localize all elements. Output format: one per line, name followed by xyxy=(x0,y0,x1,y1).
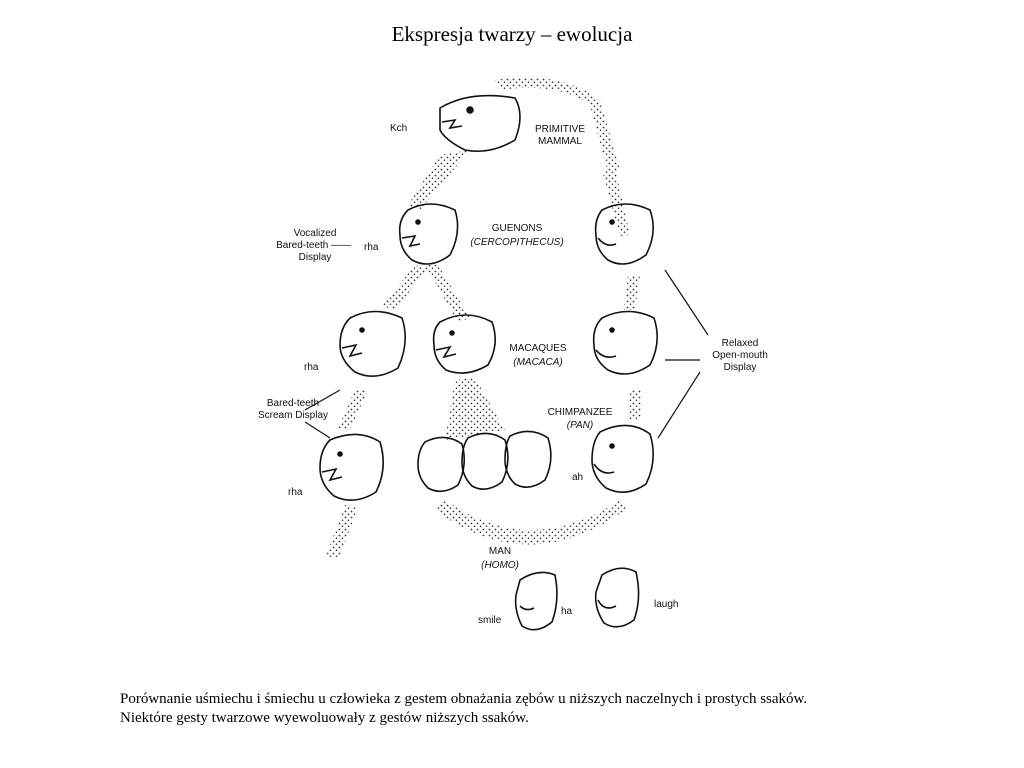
vocal-rha-chimp: rha xyxy=(288,487,303,498)
branch-to-chimp-group xyxy=(445,378,505,440)
vocal-ha: ha xyxy=(561,606,573,617)
taxon-guenons: GUENONS xyxy=(491,223,543,234)
branch-to-man xyxy=(435,500,628,545)
macaque-head-right xyxy=(592,310,658,375)
vocal-smile: smile xyxy=(478,615,502,626)
branch-primitive-top xyxy=(495,77,620,172)
chimp-head-right xyxy=(591,424,654,493)
primitive-mammal-head xyxy=(439,94,521,153)
vocal-kch: Kch xyxy=(390,123,408,134)
branch-to-chimp-right xyxy=(628,390,642,420)
chimp-head-left xyxy=(319,433,384,501)
guenon-head-left xyxy=(398,203,459,265)
vocal-laugh: laugh xyxy=(654,599,679,610)
vocal-rha-guenon: rha xyxy=(364,242,379,253)
scream-connector-macaque xyxy=(304,389,341,411)
slide-caption: Porównanie uśmiechu i śmiechu u człowiek… xyxy=(120,690,1000,728)
branch-to-guenon-right xyxy=(602,170,630,236)
taxon-macaques: MACAQUES xyxy=(509,343,567,354)
display-vocalized-bared-teeth: Vocalized Bared-teeth —— Display xyxy=(276,228,352,263)
branch-to-macaque-left xyxy=(382,265,428,310)
vocal-rha-macaque: rha xyxy=(304,362,319,373)
slide-title: Ekspresja twarzy – ewolucja xyxy=(391,22,633,46)
taxon-guenons-latin: (CERCOPITHECUS) xyxy=(470,237,564,248)
vocal-ah: ah xyxy=(572,472,584,483)
taxon-chimpanzee-latin: (PAN) xyxy=(566,420,594,431)
evolution-diagram: Kch PRIMITIVE MAMMAL Vocalized Bared-tee… xyxy=(230,60,810,660)
man-head-smile xyxy=(514,571,558,631)
animal-heads xyxy=(319,94,658,631)
branch-to-chimp-left xyxy=(338,390,368,430)
diagram-drawing xyxy=(304,77,709,631)
caption-line-2: Niektóre gesty twarzowe wyewoluowały z g… xyxy=(120,710,529,726)
branch-chimp-down xyxy=(326,505,358,560)
taxon-man: MAN xyxy=(488,546,512,557)
taxon-man-latin: (HOMO) xyxy=(481,560,519,571)
taxon-chimpanzee: CHIMPANZEE xyxy=(547,407,613,418)
macaque-head-left xyxy=(339,310,406,377)
relaxed-connector-chimp xyxy=(657,371,701,439)
scream-connector-chimp xyxy=(304,421,331,439)
display-bared-teeth-scream: Bared-teeth Scream Display xyxy=(257,398,329,421)
branch-to-macaque-right xyxy=(624,275,640,310)
chimp-head-group xyxy=(417,430,552,493)
lineage-branches xyxy=(326,77,642,560)
display-relaxed-open-mouth: Relaxed Open-mouth Display xyxy=(712,338,768,373)
taxon-primitive-mammal: PRIMITIVE MAMMAL xyxy=(534,124,585,147)
branch-to-guenon-left xyxy=(408,150,470,210)
caption-line-1: Porównanie uśmiechu i śmiechu u człowiek… xyxy=(120,691,808,707)
guenon-head-right xyxy=(594,203,654,265)
relaxed-connector-guenon xyxy=(664,269,709,336)
branch-to-macaque-center xyxy=(425,265,470,322)
man-head-laugh xyxy=(594,567,640,628)
display-connectors xyxy=(304,269,709,439)
taxon-macaques-latin: (MACACA) xyxy=(513,357,563,368)
macaque-head-center xyxy=(432,314,496,374)
